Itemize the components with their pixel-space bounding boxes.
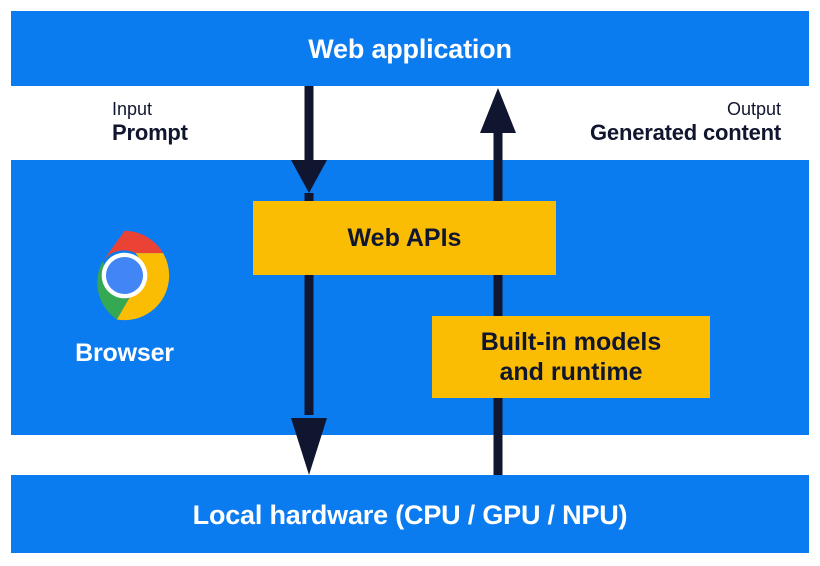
- band-local-hardware-label: Local hardware (CPU / GPU / NPU): [192, 500, 628, 530]
- flow-label-output-kind: Output: [726, 99, 781, 119]
- band-web-application: Web application: [11, 11, 809, 86]
- flow-label-input: Input Prompt: [112, 99, 188, 146]
- box-web-apis: Web APIs: [253, 201, 556, 275]
- flow-label-output-value: Generated content: [590, 120, 781, 146]
- browser-group: Browser: [62, 228, 187, 373]
- box-builtin-models: Built-in models and runtime: [432, 316, 710, 398]
- box-web-apis-label: Web APIs: [347, 223, 462, 252]
- flow-label-input-kind: Input: [112, 99, 153, 119]
- flow-label-output: Output Generated content: [590, 99, 781, 146]
- box-builtin-models-label-line1: Built-in models: [480, 327, 662, 356]
- band-web-application-label: Web application: [308, 34, 512, 64]
- chrome-browser-icon: [97, 230, 170, 321]
- box-builtin-models-label-line2: and runtime: [499, 358, 643, 386]
- flow-label-input-value: Prompt: [112, 120, 188, 146]
- band-local-hardware: Local hardware (CPU / GPU / NPU): [11, 475, 809, 553]
- band-browser-label: Browser: [75, 339, 174, 367]
- box-builtin-models-label: Built-in models and runtime: [481, 327, 662, 388]
